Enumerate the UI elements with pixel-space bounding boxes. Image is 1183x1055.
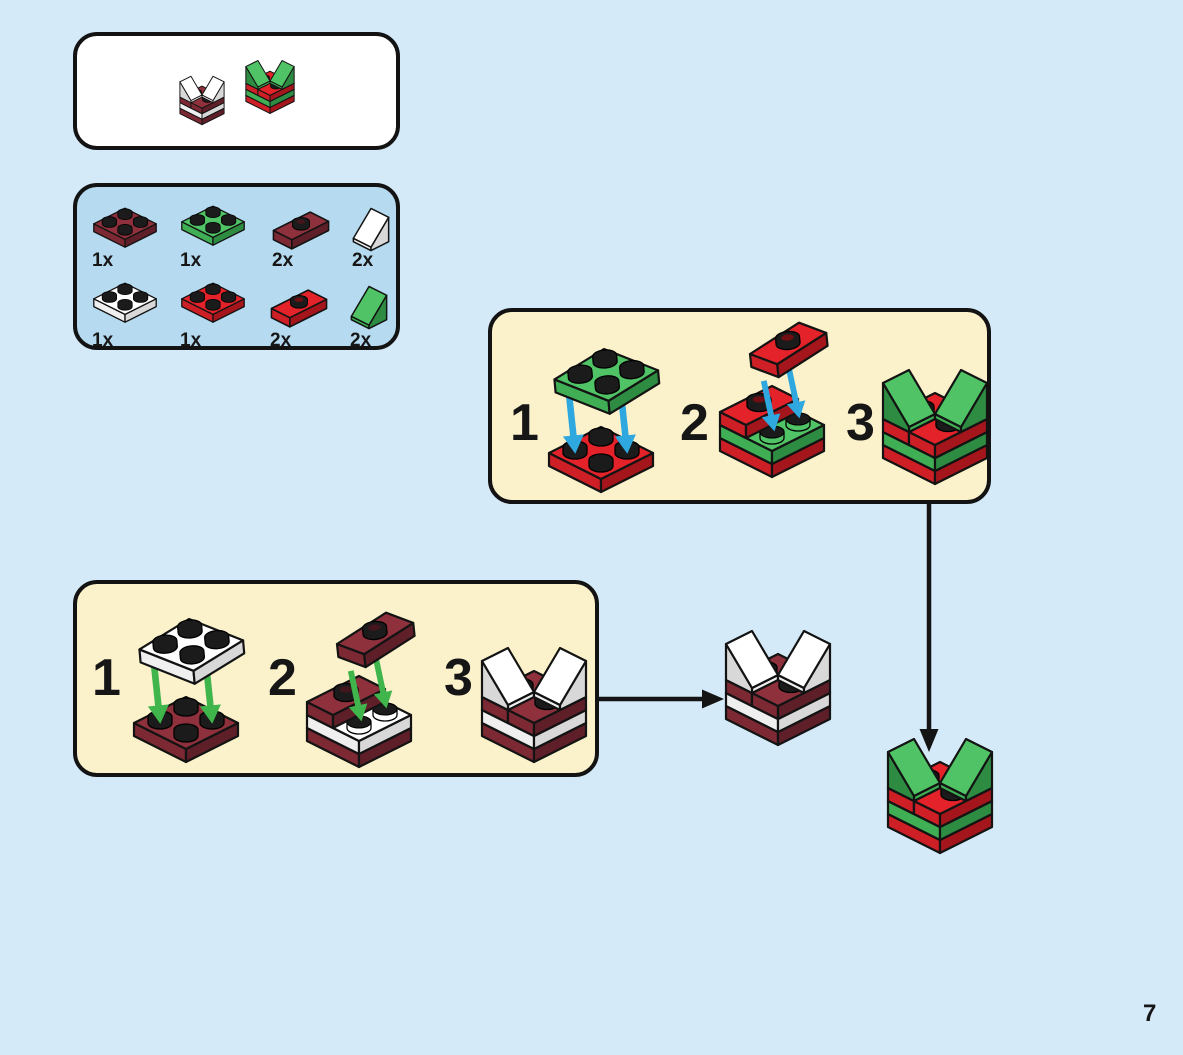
step2-assembly-art	[301, 608, 421, 770]
part-plate-2x2-green-icon	[180, 204, 246, 248]
white-maroon-gift-build-icon	[178, 75, 226, 126]
preview-panel	[73, 32, 400, 150]
part-count: 2x	[270, 330, 292, 351]
step1-assembly-art	[128, 605, 248, 767]
step-number: 3	[444, 649, 473, 707]
part-count: 2x	[272, 250, 294, 271]
part-count: 1x	[92, 250, 114, 271]
finished-green-red-gift-icon	[884, 736, 996, 856]
part-jumper-1x2-dark-red-icon	[272, 211, 330, 250]
part-slope-1x1-green-icon	[350, 285, 388, 330]
part-count: 1x	[180, 330, 202, 351]
part-plate-2x2-red-icon	[180, 281, 246, 325]
step-number: 1	[510, 394, 539, 452]
part-jumper-1x2-red-icon	[270, 289, 328, 328]
parts-list-panel: 1x 1x 2x 2x 1x 1x 2x 2x	[73, 183, 400, 350]
step3-result-art	[478, 645, 590, 765]
steps-panel-white-maroon: 1 2 3	[73, 580, 599, 777]
page-number: 7	[1143, 1000, 1157, 1027]
part-count: 2x	[352, 250, 374, 271]
part-count: 1x	[92, 330, 114, 351]
part-count: 2x	[350, 330, 372, 351]
step-number: 3	[846, 394, 875, 452]
step-number: 1	[92, 649, 121, 707]
step1-assembly-art	[543, 335, 663, 497]
part-slope-1x1-white-icon	[352, 207, 390, 252]
finished-white-maroon-gift-icon	[722, 628, 834, 748]
step3-result-art	[879, 367, 991, 487]
green-red-gift-build-icon	[244, 59, 296, 115]
flow-arrow-right-icon	[599, 689, 724, 709]
step-number: 2	[680, 394, 709, 452]
step-number: 2	[268, 649, 297, 707]
flow-arrow-down-icon	[919, 504, 939, 752]
part-plate-2x2-dark-red-icon	[92, 206, 158, 250]
part-plate-2x2-white-icon	[92, 281, 158, 325]
steps-panel-green-red: 1 2 3	[488, 308, 991, 504]
part-count: 1x	[180, 250, 202, 271]
step2-assembly-art	[714, 318, 834, 480]
